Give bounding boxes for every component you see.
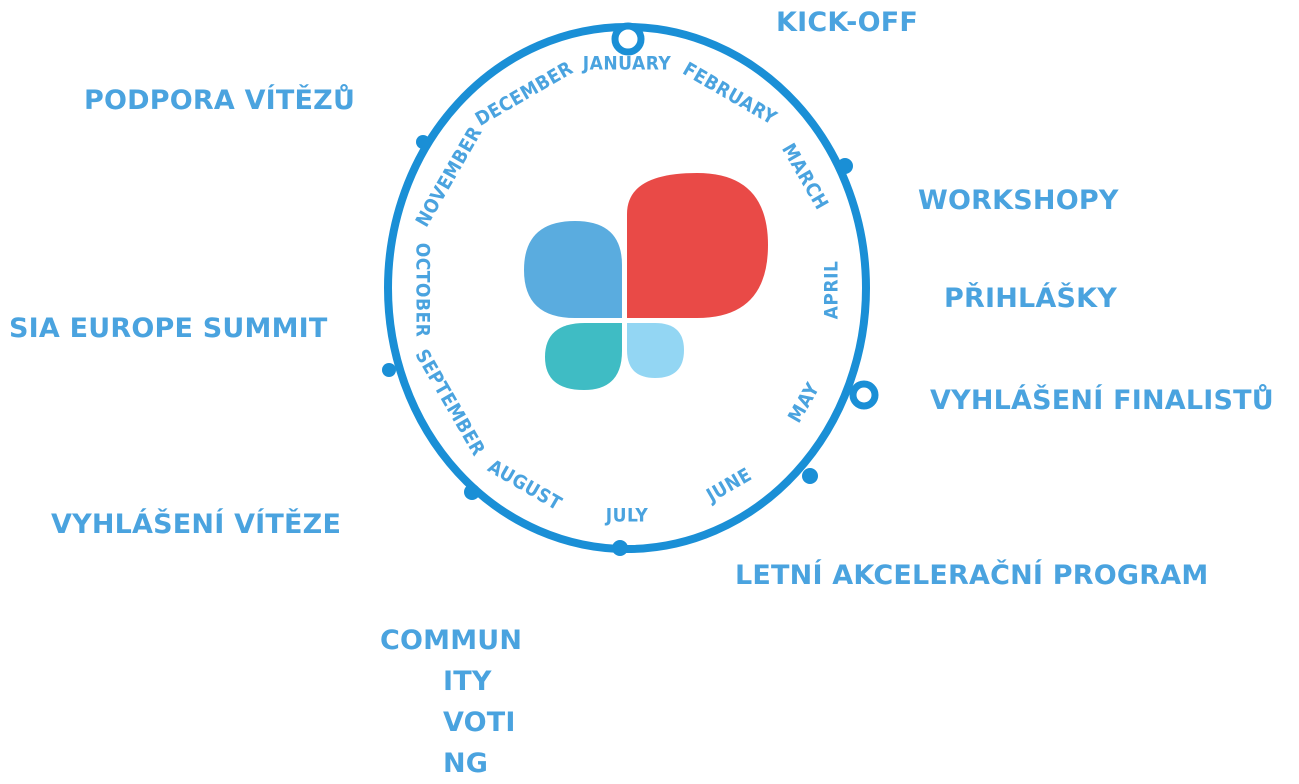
- month-label-october: OCTOBER: [412, 243, 434, 338]
- petal-blue: [524, 221, 622, 318]
- marker-december: [416, 135, 430, 149]
- marker-may-hollow: [849, 380, 879, 410]
- event-community-voting-label: COMMUN ITY VOTI NG: [380, 620, 550, 784]
- month-label-march: MARCH: [777, 140, 832, 214]
- petal-light: [627, 323, 684, 378]
- event-finalisti-label: VYHLÁŠENÍ FINALISTŮ: [930, 385, 1274, 416]
- event-kickoff-label: KICK-OFF: [776, 7, 919, 38]
- month-label-july: JULY: [605, 505, 649, 527]
- community-line: ITY: [443, 666, 492, 697]
- community-line: VOTI: [443, 707, 516, 738]
- petal-red: [627, 173, 768, 318]
- marker-august: [612, 540, 628, 556]
- community-line: NG: [443, 748, 489, 779]
- marker-march: [837, 158, 853, 174]
- community-line: COMMUN: [380, 625, 523, 656]
- marker-september: [464, 484, 480, 500]
- event-summit-label: SIA EUROPE SUMMIT: [9, 313, 328, 344]
- marker-january-hollow: [611, 22, 645, 56]
- month-label-may: MAY: [784, 379, 824, 427]
- month-label-april: APRIL: [821, 261, 843, 320]
- flower-logo: [524, 173, 768, 390]
- month-label-june: JUNE: [702, 464, 756, 508]
- month-label-february: FEBRUARY: [679, 58, 781, 129]
- marker-october: [382, 363, 396, 377]
- month-label-september: SEPTEMBER: [411, 346, 490, 460]
- petal-teal: [545, 323, 622, 390]
- event-vitez-label: VYHLÁŠENÍ VÍTĚZE: [51, 509, 342, 540]
- event-podpora-label: PODPORA VÍTĚZŮ: [84, 85, 356, 116]
- month-label-december: DECEMBER: [472, 57, 577, 131]
- marker-june: [802, 468, 818, 484]
- event-prihlasky-label: PŘIHLÁŠKY: [944, 283, 1118, 314]
- month-label-january: JANUARY: [582, 53, 672, 75]
- event-letni-label: LETNÍ AKCELERAČNÍ PROGRAM: [735, 560, 1209, 591]
- ring-markers: [382, 135, 853, 556]
- event-workshopy-label: WORKSHOPY: [918, 185, 1119, 216]
